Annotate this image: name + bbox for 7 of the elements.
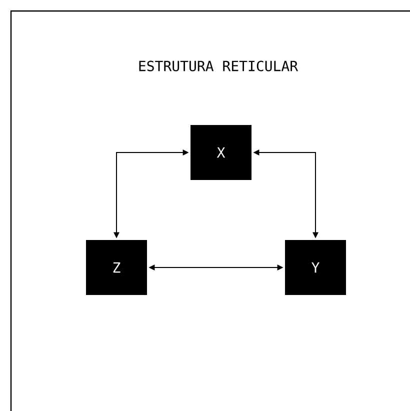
title: ESTRUTURA RETICULAR [139, 60, 298, 72]
arrow [148, 264, 284, 270]
node-box: Z [86, 240, 147, 295]
arrow [114, 150, 189, 238]
arrow [253, 150, 318, 238]
node-box: Y [285, 240, 346, 295]
node-box: X [190, 125, 252, 180]
